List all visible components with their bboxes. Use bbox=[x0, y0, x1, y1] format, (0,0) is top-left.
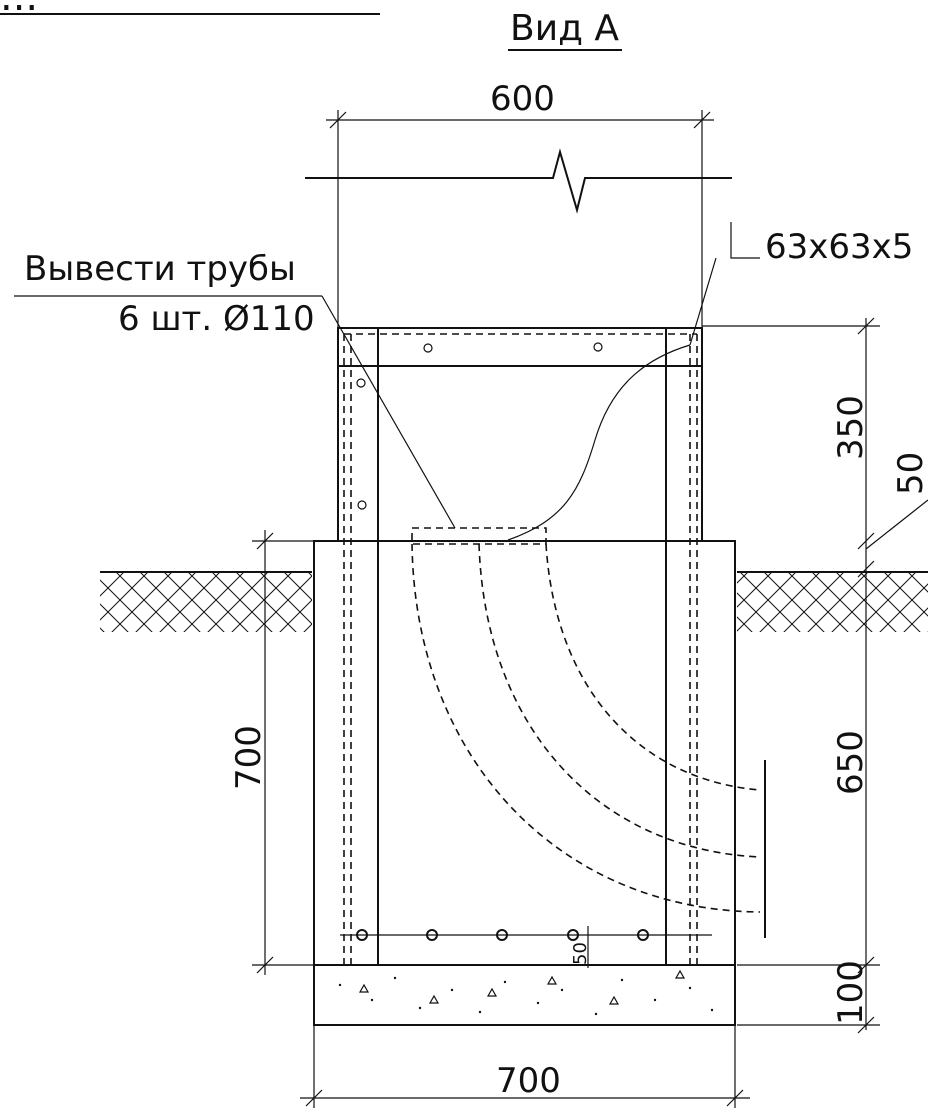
dimension-top-width: 600 bbox=[326, 79, 714, 330]
svg-text:350: 350 bbox=[831, 395, 871, 460]
title-fragment: ... bbox=[0, 0, 380, 20]
dimension-left-depth: 700 bbox=[229, 530, 314, 975]
svg-text:700: 700 bbox=[229, 725, 269, 790]
dimension-bottom-width: 700 bbox=[300, 1025, 750, 1108]
soil-right bbox=[737, 571, 928, 632]
svg-text:6 шт. Ø110: 6 шт. Ø110 bbox=[118, 299, 315, 339]
svg-text:63х63х5: 63х63х5 bbox=[765, 227, 913, 267]
dimension-right-depth: 650 bbox=[737, 730, 880, 974]
view-title: Вид А bbox=[508, 8, 622, 51]
svg-text:600: 600 bbox=[490, 79, 555, 119]
rebar-row: 50 bbox=[340, 926, 712, 968]
svg-text:50: 50 bbox=[570, 942, 591, 965]
steel-frame bbox=[337, 327, 703, 965]
dimension-slab: 100 bbox=[737, 960, 880, 1034]
callout-pipes: Вывести трубы 6 шт. Ø110 bbox=[14, 249, 456, 529]
soil-left bbox=[100, 571, 312, 632]
callout-angle-profile: 63х63х5 bbox=[507, 222, 913, 541]
dimension-right-upper: 350 50 bbox=[702, 317, 928, 1030]
concrete-slab bbox=[313, 964, 736, 1026]
svg-text:Вывести трубы: Вывести трубы bbox=[24, 249, 296, 289]
svg-text:700: 700 bbox=[496, 1061, 561, 1101]
svg-text:650: 650 bbox=[831, 730, 871, 795]
svg-text:50: 50 bbox=[891, 452, 928, 495]
svg-text:Вид А: Вид А bbox=[510, 8, 619, 49]
curved-pipes bbox=[411, 543, 766, 938]
svg-text:...: ... bbox=[0, 0, 38, 20]
break-line bbox=[305, 148, 732, 214]
svg-text:100: 100 bbox=[831, 960, 871, 1025]
